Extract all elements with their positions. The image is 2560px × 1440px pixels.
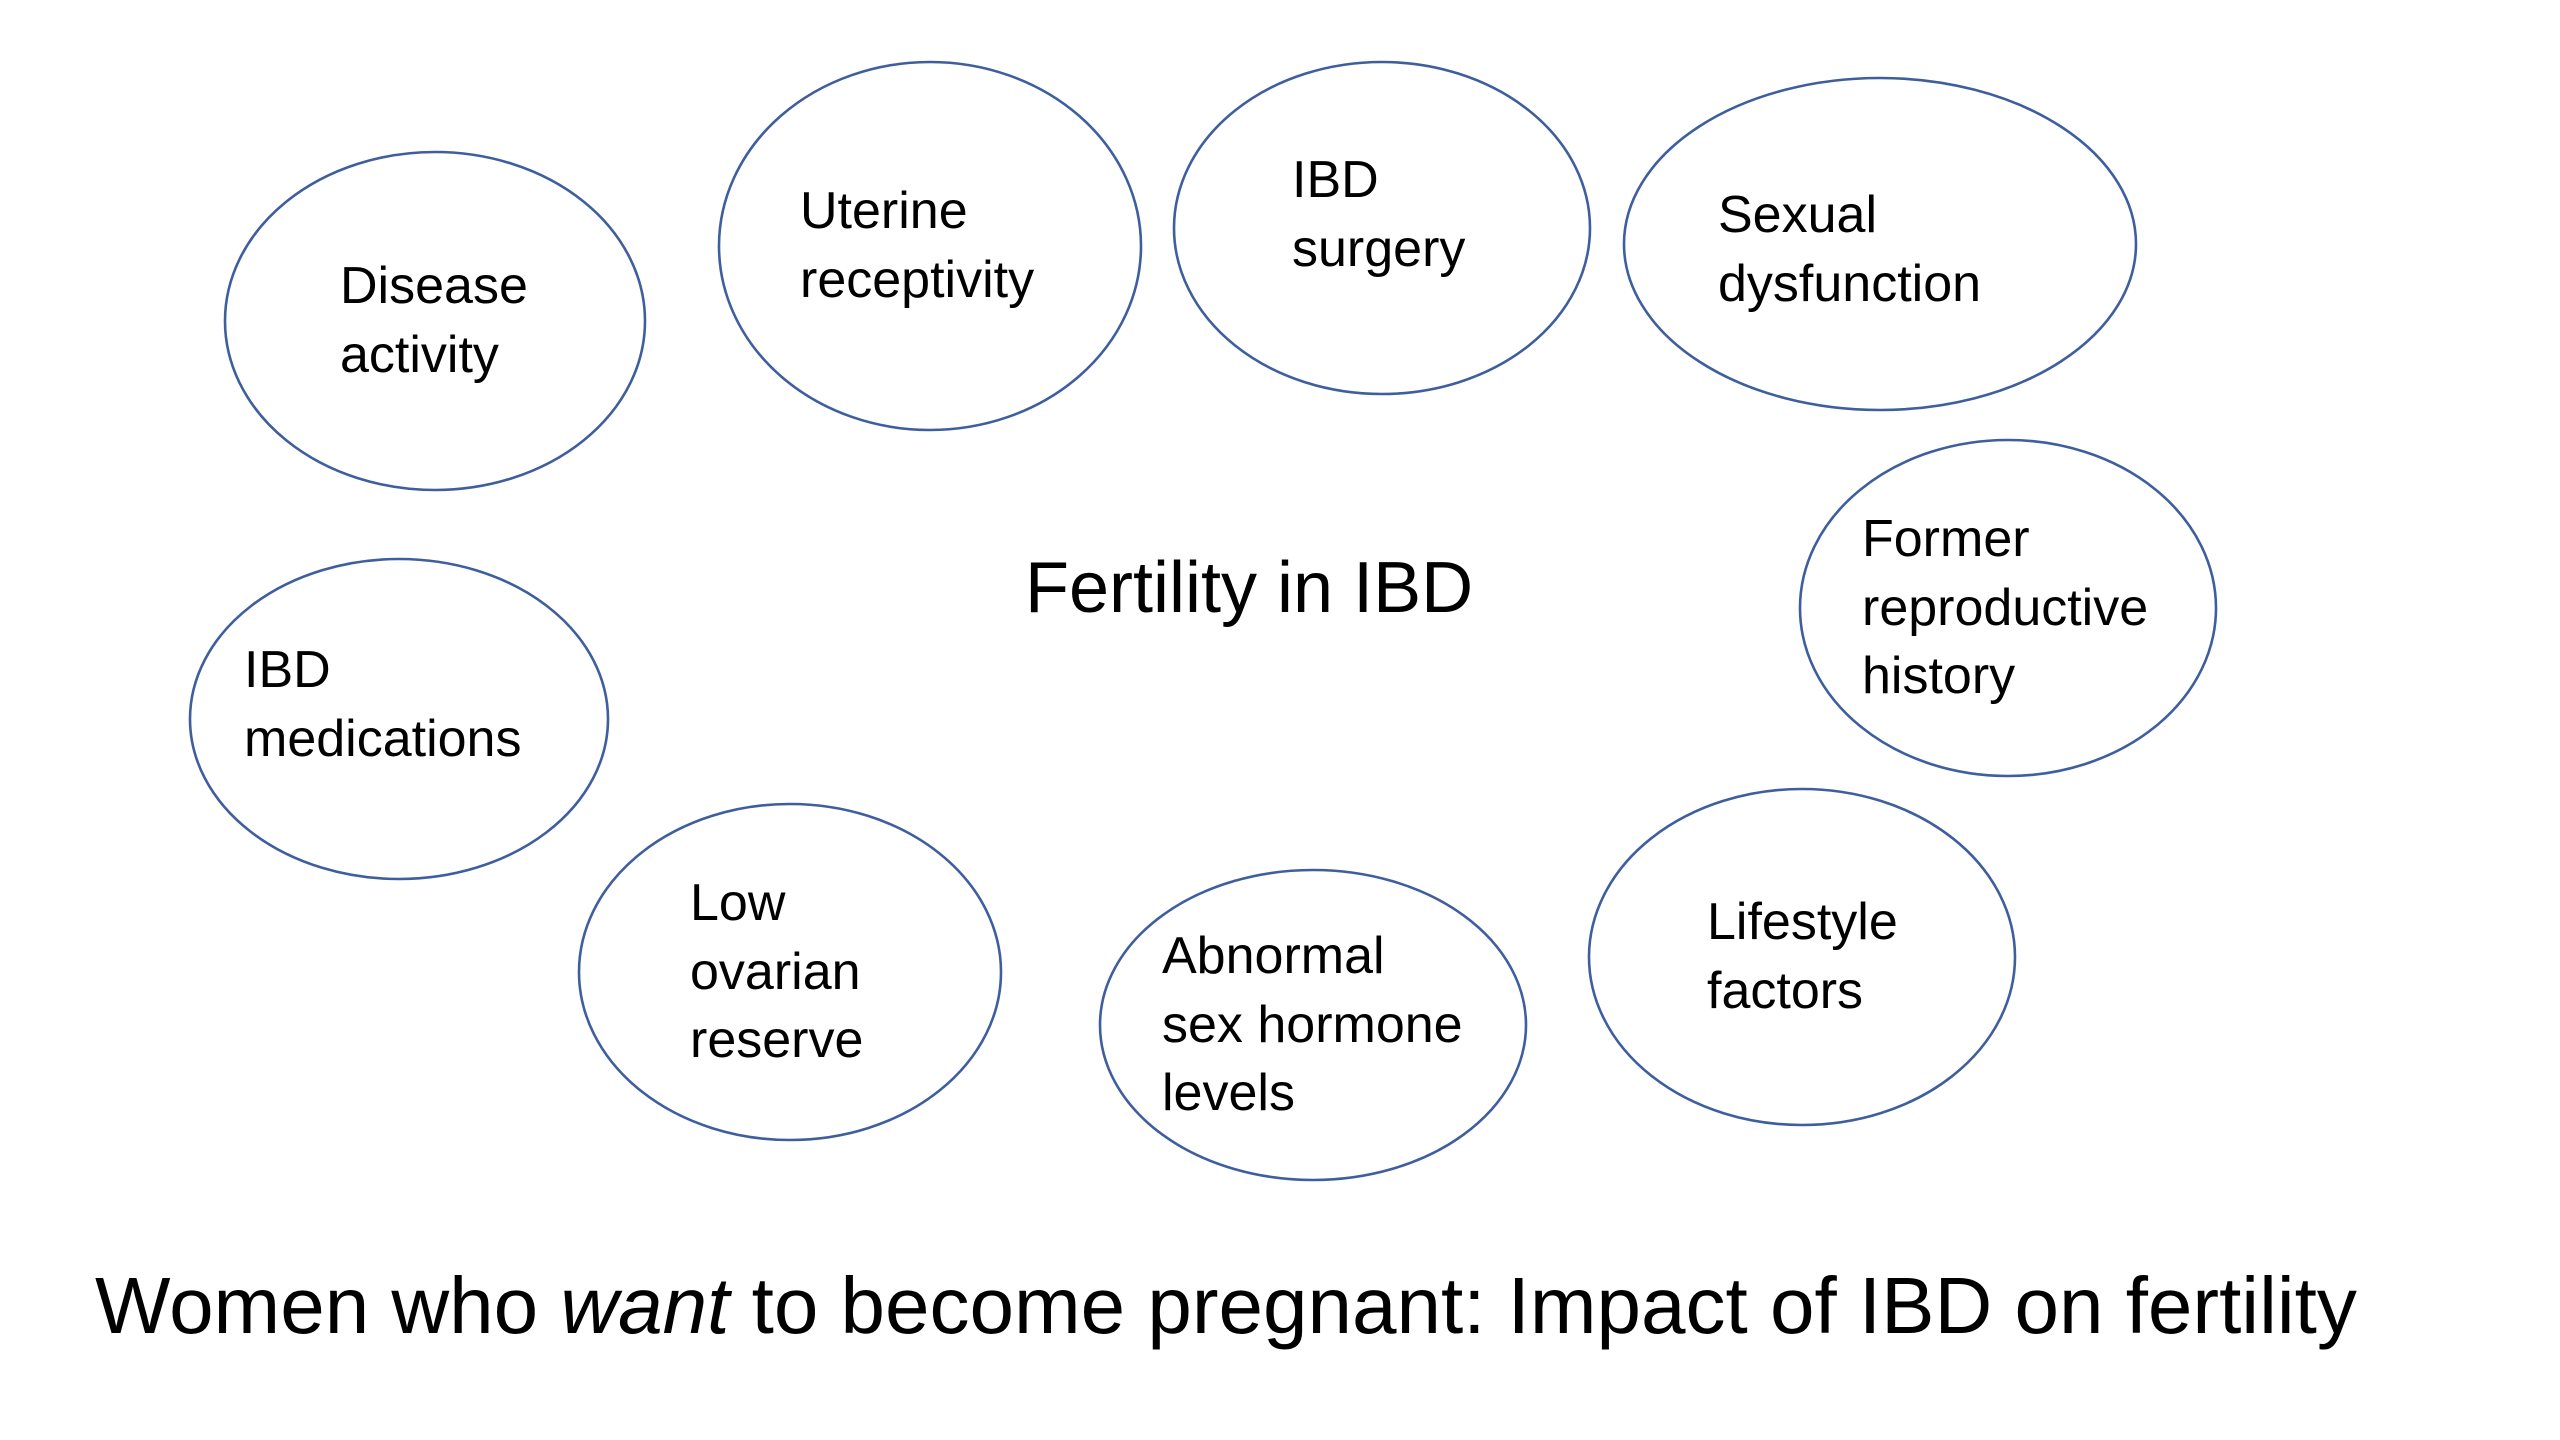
node-ibd-surgery-line-2: surgery	[1292, 220, 1466, 278]
node-abnormal-sex-hormone-levels[interactable]: Abnormal sex hormone levels	[1162, 905, 1682, 1145]
node-ibd-medications-line-1: IBD	[244, 641, 331, 700]
node-abnormal-sex-hormone-levels-line-1: Abnormal	[1162, 927, 1385, 986]
ellipse-ibd-surgery[interactable]	[1172, 60, 1592, 396]
center-title: Fertility in IBD	[1025, 540, 1473, 638]
node-low-ovarian-reserve[interactable]: Low ovarian reserve	[690, 852, 1210, 1092]
node-low-ovarian-reserve-line-3: reserve	[690, 1011, 864, 1070]
ellipse-disease-activity[interactable]	[223, 150, 647, 492]
node-lifestyle-factors-line-1: Lifestyle	[1707, 893, 1898, 952]
node-lifestyle-factors[interactable]: Lifestyle factors	[1707, 837, 2227, 1077]
center-title-line-1: Fertility in	[1025, 548, 1334, 628]
caption-emphasis-want: want	[560, 1261, 730, 1350]
node-disease-activity-line-1: Disease	[340, 257, 528, 316]
node-ibd-surgery-line-1: IBD	[1292, 151, 1379, 210]
ellipse-former-reproductive-history[interactable]	[1798, 438, 2218, 778]
node-sexual-dysfunction[interactable]: Sexual dysfunction	[1718, 130, 2238, 370]
node-sexual-dysfunction-line-1: Sexual	[1718, 186, 1877, 245]
node-uterine-receptivity-line-1: Uterine	[800, 182, 968, 241]
node-former-reproductive-history-line-1: Former	[1862, 510, 2030, 569]
slide-caption: Women who want to become pregnant: Impac…	[95, 1258, 2357, 1354]
ellipse-low-ovarian-reserve[interactable]	[577, 802, 1003, 1142]
node-low-ovarian-reserve-line-2: ovarian	[690, 942, 861, 1001]
ellipse-abnormal-sex-hormone-levels[interactable]	[1098, 868, 1528, 1182]
node-ibd-medications[interactable]: IBD medications	[244, 585, 764, 825]
ellipse-lifestyle-factors[interactable]	[1587, 787, 2017, 1127]
node-disease-activity-line-2: activity	[340, 326, 499, 384]
node-disease-activity[interactable]: Disease activity	[340, 201, 860, 441]
node-former-reproductive-history-line-2: reproductive	[1862, 578, 2149, 637]
node-uterine-receptivity-line-2: receptivity	[800, 251, 1035, 309]
caption-before-emphasis: Women who	[95, 1261, 561, 1350]
node-abnormal-sex-hormone-levels-line-3: levels	[1162, 1064, 1295, 1123]
node-ibd-medications-line-2: medications	[244, 710, 522, 768]
ellipse-sexual-dysfunction[interactable]	[1622, 76, 2138, 412]
node-former-reproductive-history[interactable]: Former reproductive history	[1862, 488, 2382, 728]
node-abnormal-sex-hormone-levels-line-2: sex hormone	[1162, 995, 1463, 1054]
caption-after-emphasis: to become pregnant: Impact of IBD on fer…	[729, 1261, 2357, 1350]
node-lifestyle-factors-line-2: factors	[1707, 962, 1864, 1020]
ellipse-ibd-medications[interactable]	[188, 557, 610, 881]
center-title-line-2: IBD	[1353, 548, 1474, 628]
node-uterine-receptivity[interactable]: Uterine receptivity	[800, 126, 1320, 366]
node-sexual-dysfunction-line-2: dysfunction	[1718, 255, 1982, 313]
node-former-reproductive-history-line-3: history	[1862, 647, 2016, 706]
node-low-ovarian-reserve-line-1: Low	[690, 874, 786, 933]
ellipse-uterine-receptivity[interactable]	[717, 60, 1143, 432]
node-ibd-surgery[interactable]: IBD surgery	[1292, 95, 1812, 335]
